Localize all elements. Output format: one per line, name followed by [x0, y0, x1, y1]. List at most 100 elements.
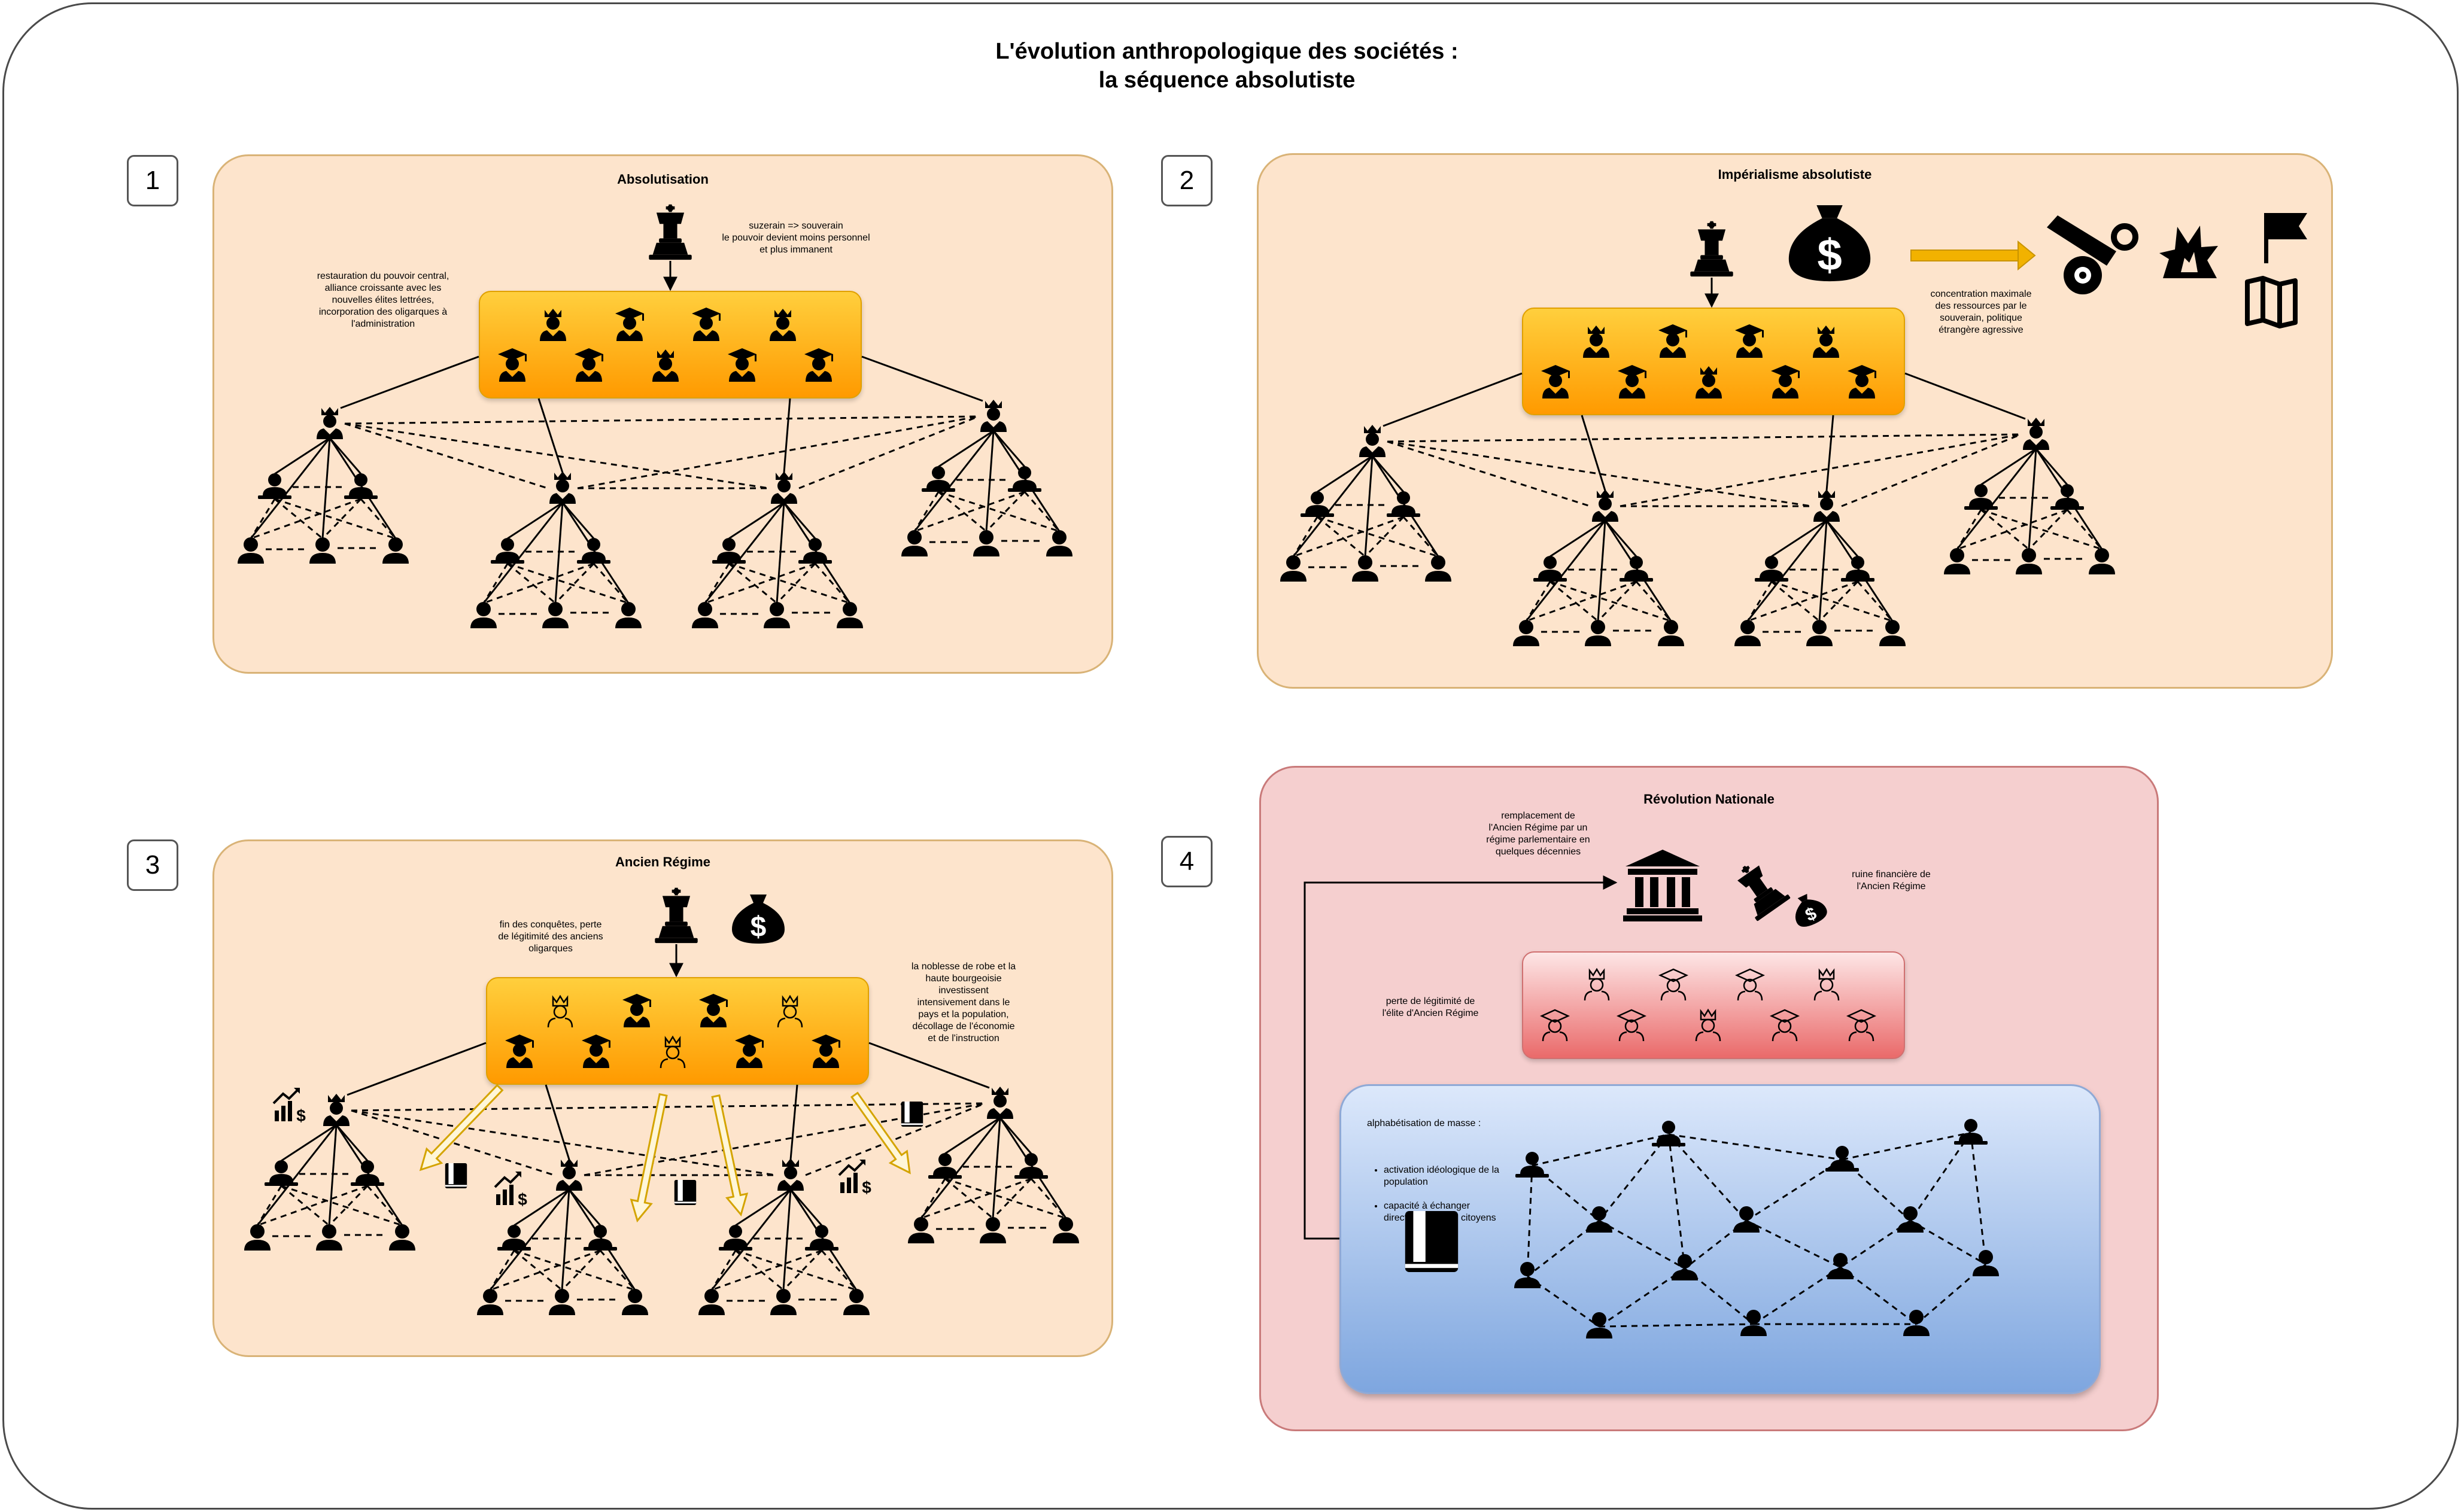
person-icon	[549, 1289, 575, 1315]
lord-icon	[2023, 418, 2049, 450]
connector-line	[514, 1249, 563, 1291]
lord-icon	[556, 1158, 582, 1191]
connector-line	[1825, 415, 1834, 491]
connector-line	[593, 563, 630, 604]
local-notable-icon	[1533, 556, 1567, 582]
note-noblesse-robe: la noblesse de robe et la haute bourgeoi…	[911, 962, 1016, 1044]
lord-network-line	[351, 1109, 555, 1176]
citizen-link-line	[1910, 1219, 1986, 1265]
connector-line	[920, 1117, 1001, 1219]
citizen-link-line	[1526, 1165, 1533, 1277]
connector-line	[561, 1189, 570, 1291]
connector-line	[1597, 580, 1637, 622]
graduate-person-icon	[1541, 365, 1570, 398]
connector-line	[329, 437, 362, 474]
local-notable-icon	[1014, 1153, 1048, 1179]
person-icon	[615, 602, 642, 628]
cannon-icon	[2047, 215, 2138, 294]
connector-line	[938, 491, 987, 533]
chess-king-icon	[649, 204, 692, 260]
map-icon	[2245, 276, 2298, 328]
local-notable-icon	[344, 473, 378, 499]
connector-line	[1857, 581, 1894, 622]
person-icon	[622, 1289, 648, 1315]
lord-network-line	[351, 1102, 986, 1112]
connector-line	[360, 498, 397, 539]
connector-line	[1581, 415, 1606, 491]
lord-network-line	[577, 415, 979, 489]
connector-line	[992, 430, 1026, 467]
money-bag-icon	[1787, 889, 1830, 931]
connector-line	[1771, 519, 1827, 558]
citizen-link-line	[1599, 1267, 1685, 1328]
panel-number-1: 1	[127, 155, 178, 206]
person-icon	[1586, 1312, 1612, 1338]
chart-growth-icon	[838, 1158, 873, 1198]
citizen-link-line	[1970, 1132, 1987, 1265]
title-line-2: la séquence absolutiste	[1098, 68, 1356, 93]
connector-line	[1292, 455, 1374, 557]
connector-line	[1023, 491, 1061, 532]
citizen-link-line	[1909, 1132, 1972, 1221]
person-icon	[1586, 1206, 1612, 1233]
crowned-person-icon	[652, 349, 679, 382]
connector-line	[728, 501, 785, 540]
note-suzerain: suzerain => souverain le pouvoir devient…	[722, 221, 870, 255]
graduate-person-icon	[1659, 968, 1688, 1002]
lord-network-line	[1841, 433, 2022, 507]
connector-line	[1030, 1178, 1067, 1219]
elite-bar	[486, 977, 869, 1085]
connector-line	[776, 562, 816, 604]
person-icon	[980, 1217, 1006, 1243]
person-icon	[477, 1289, 503, 1315]
title-line-1: L'évolution anthropologique des sociétés…	[995, 39, 1459, 64]
panel-title: Ancien Régime	[615, 854, 710, 869]
local-notable-icon	[351, 1160, 384, 1186]
explosion-icon	[2159, 226, 2218, 278]
connector-line	[814, 563, 851, 604]
lord-icon	[771, 471, 797, 504]
citizen-link-line	[1667, 1133, 1748, 1222]
connector-line	[938, 430, 994, 468]
local-notable-icon	[1841, 556, 1874, 582]
diagram-dynamic-layer	[238, 204, 2115, 1338]
connector-line	[340, 355, 479, 409]
connector-line	[1747, 580, 1858, 622]
person-icon	[238, 537, 264, 564]
citizen-link-line	[1598, 1134, 1670, 1221]
connector-line	[482, 563, 509, 604]
connector-line	[250, 437, 331, 539]
connector-line	[985, 491, 1026, 533]
local-notable-icon	[928, 1153, 962, 1179]
local-notable-icon	[265, 1160, 298, 1186]
connector-line	[1635, 581, 1672, 622]
connector-line	[507, 501, 563, 540]
connector-line	[1383, 372, 1523, 427]
lord-network-line	[1387, 440, 1812, 507]
connector-line	[992, 1178, 1032, 1219]
graduate-person-icon	[692, 308, 721, 341]
local-notable-icon	[1387, 491, 1420, 517]
connector-line	[783, 398, 791, 473]
graduate-person-icon	[1541, 1009, 1569, 1042]
lord-icon	[987, 1087, 1013, 1119]
lord-network-line	[351, 1109, 776, 1176]
connector-line	[257, 1185, 368, 1227]
person-icon	[2089, 548, 2115, 574]
connector-line	[321, 498, 362, 540]
person-icon	[1734, 620, 1761, 646]
connector-line	[1549, 580, 1599, 622]
connector-line	[920, 1178, 1032, 1219]
connector-line	[728, 562, 777, 604]
connector-line	[920, 1178, 946, 1219]
connector-line	[1825, 520, 1859, 557]
note-concentration: concentration maximale des ressources pa…	[1930, 289, 2032, 335]
crowned-person-icon	[660, 1036, 686, 1069]
person-icon	[1879, 620, 1906, 646]
connector-line	[568, 1189, 601, 1226]
person-icon	[1973, 1250, 1999, 1276]
note-remplacement: remplacement de l'Ancien Régime par un r…	[1486, 811, 1590, 857]
person-icon	[1740, 1310, 1767, 1336]
person-icon	[1827, 1253, 1854, 1279]
person-icon	[389, 1224, 415, 1251]
